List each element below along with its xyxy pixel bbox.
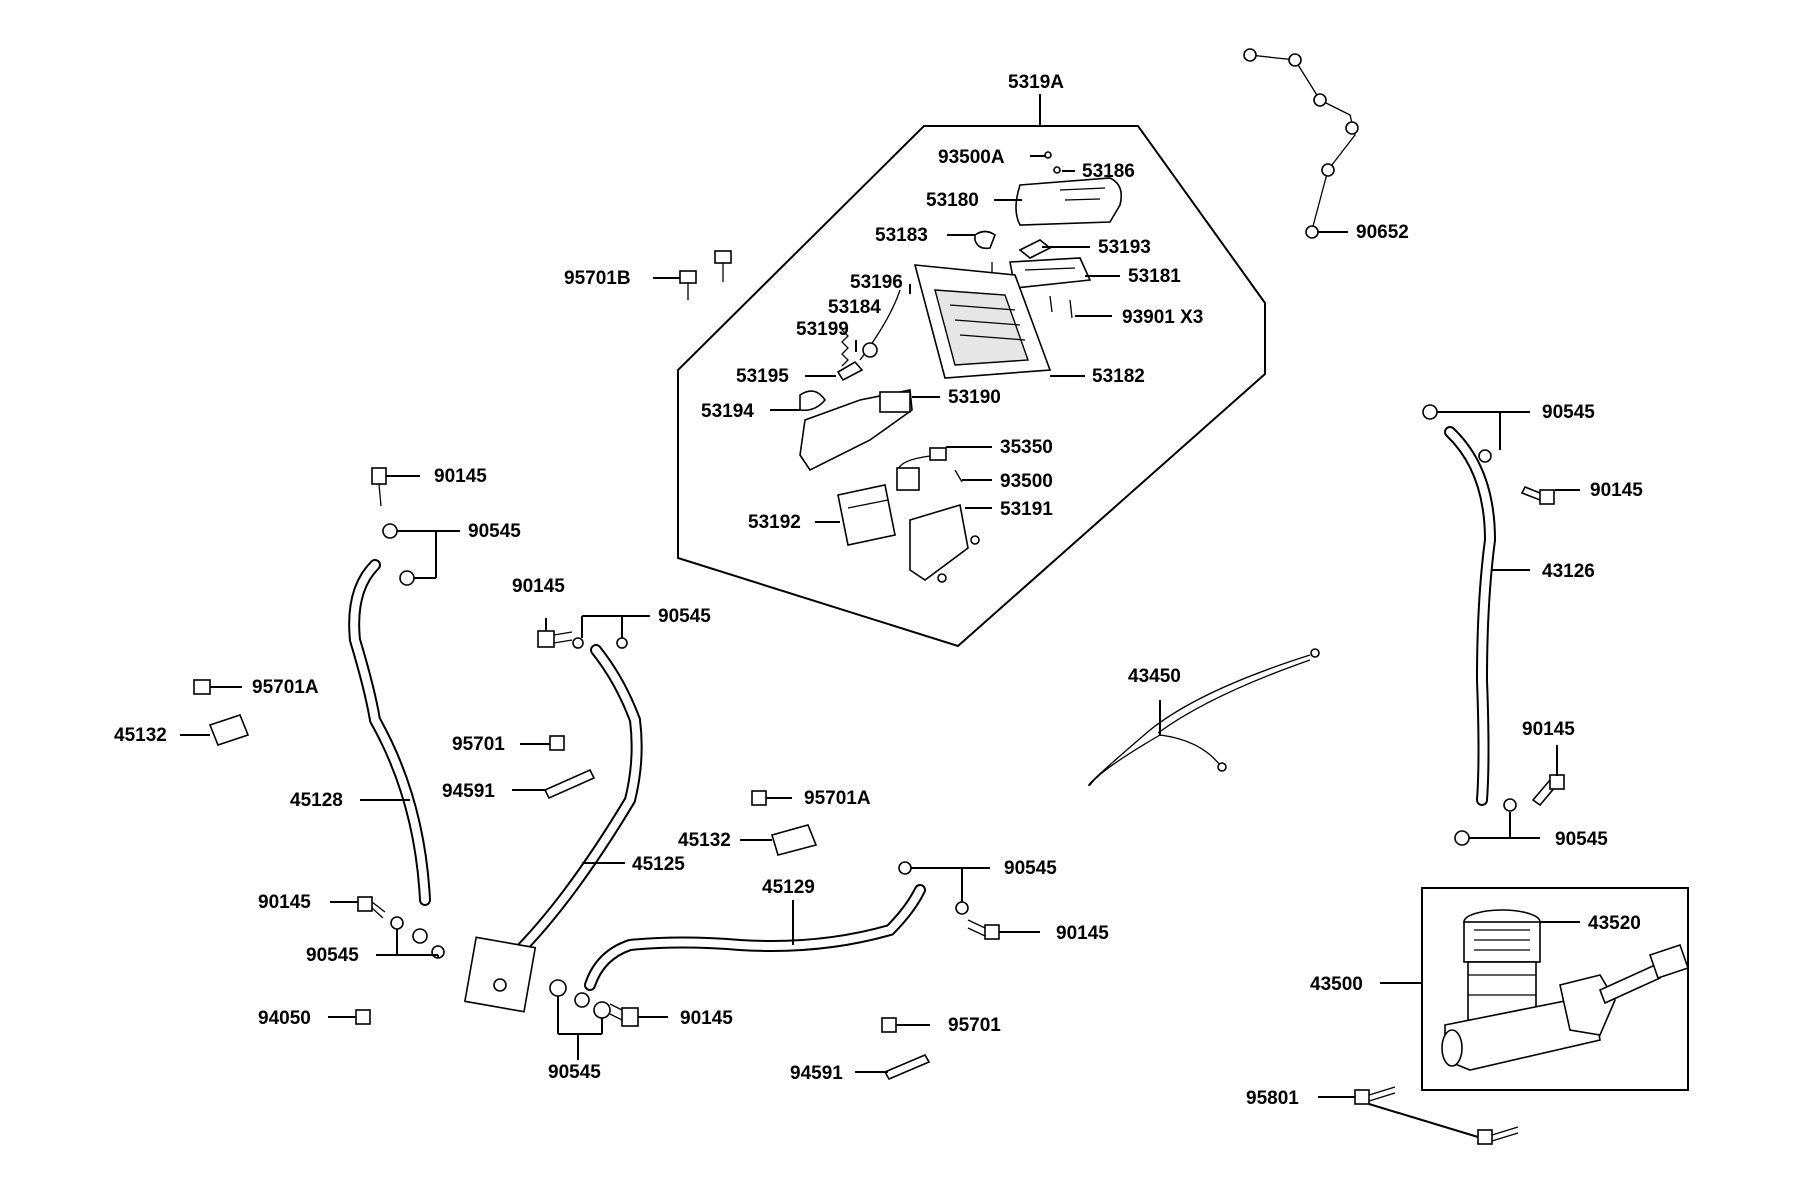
label-95701-bottom: 95701 — [948, 1015, 1001, 1036]
label-53181: 53181 — [1128, 266, 1181, 287]
label-90145-top: 90145 — [1590, 480, 1643, 501]
label-93500A: 93500A — [938, 147, 1005, 168]
label-45128: 45128 — [290, 790, 343, 811]
label-53190: 53190 — [948, 387, 1001, 408]
label-53192: 53192 — [748, 512, 801, 533]
label-94591-center: 94591 — [442, 781, 495, 802]
label-53184: 53184 — [828, 297, 881, 318]
label-45129: 45129 — [762, 877, 815, 898]
label-53196: 53196 — [850, 272, 903, 293]
bolt-95701B-group: 95701B — [564, 250, 732, 300]
label-90545-center-right: 90545 — [1004, 858, 1057, 879]
master-cylinder-43500-group: 43500 43520 — [1310, 887, 1690, 1091]
label-90545-top: 90545 — [1542, 402, 1595, 423]
label-53180: 53180 — [926, 190, 979, 211]
label-35350: 35350 — [1000, 437, 1053, 458]
label-95701A-left: 95701A — [252, 677, 319, 698]
label-90545-left-bottom: 90545 — [306, 945, 359, 966]
label-90545-bottom: 90545 — [548, 1062, 601, 1083]
label-53186: 53186 — [1082, 161, 1135, 182]
cable-43450-group: 43450 — [1088, 648, 1320, 786]
label-53194: 53194 — [701, 401, 754, 422]
label-45125: 45125 — [632, 854, 685, 875]
label-95701A-center: 95701A — [804, 788, 871, 809]
label-90545-center-top: 90545 — [658, 606, 711, 627]
hose-45125-group: 90145 90545 45125 95701 94591 — [442, 576, 711, 1013]
label-45132-center: 45132 — [678, 830, 731, 851]
label-95701B: 95701B — [564, 268, 631, 289]
label-90145-left-top: 90145 — [434, 466, 487, 487]
bolt-95801-group: 95801 — [1246, 1086, 1519, 1145]
label-5319A: 5319A — [1008, 72, 1064, 93]
label-53199: 53199 — [796, 319, 849, 340]
label-93500: 93500 — [1000, 471, 1053, 492]
parking-brake-assembly-group: 5319A — [677, 72, 1266, 648]
hose-45129-group: 95701A 45132 45129 90545 90145 90545 901… — [548, 788, 1109, 1083]
label-53183: 53183 — [875, 225, 928, 246]
label-94591-bottom: 94591 — [790, 1063, 843, 1084]
hose-45128-group: 90145 90545 45128 95701A 45132 90145 905… — [114, 466, 521, 1029]
label-90545-right: 90545 — [1555, 829, 1608, 850]
label-53191: 53191 — [1000, 499, 1053, 520]
label-53193: 53193 — [1098, 237, 1151, 258]
label-90545-left-top: 90545 — [468, 521, 521, 542]
label-90145-center-top: 90145 — [512, 576, 565, 597]
label-90145-center-right: 90145 — [1056, 923, 1109, 944]
label-45132-left: 45132 — [114, 725, 167, 746]
harness-90652-group: 90652 — [1243, 48, 1409, 243]
label-90145-bottom: 90145 — [680, 1008, 733, 1029]
label-90145-right: 90145 — [1522, 719, 1575, 740]
label-43500: 43500 — [1310, 974, 1363, 995]
label-43450: 43450 — [1128, 666, 1181, 687]
label-43126: 43126 — [1542, 561, 1595, 582]
hose-43126-group: 90545 90145 43126 90145 90545 — [1422, 402, 1643, 850]
label-95801: 95801 — [1246, 1088, 1299, 1109]
label-90145-left-bottom: 90145 — [258, 892, 311, 913]
label-53182: 53182 — [1092, 366, 1145, 387]
label-53195: 53195 — [736, 366, 789, 387]
label-93901-x3: 93901 X3 — [1122, 307, 1203, 328]
label-94050: 94050 — [258, 1008, 311, 1029]
bottom-fasteners-group: 95701 94591 — [790, 1015, 1001, 1084]
label-90652: 90652 — [1356, 222, 1409, 243]
label-95701-center: 95701 — [452, 734, 505, 755]
label-43520: 43520 — [1588, 913, 1641, 934]
